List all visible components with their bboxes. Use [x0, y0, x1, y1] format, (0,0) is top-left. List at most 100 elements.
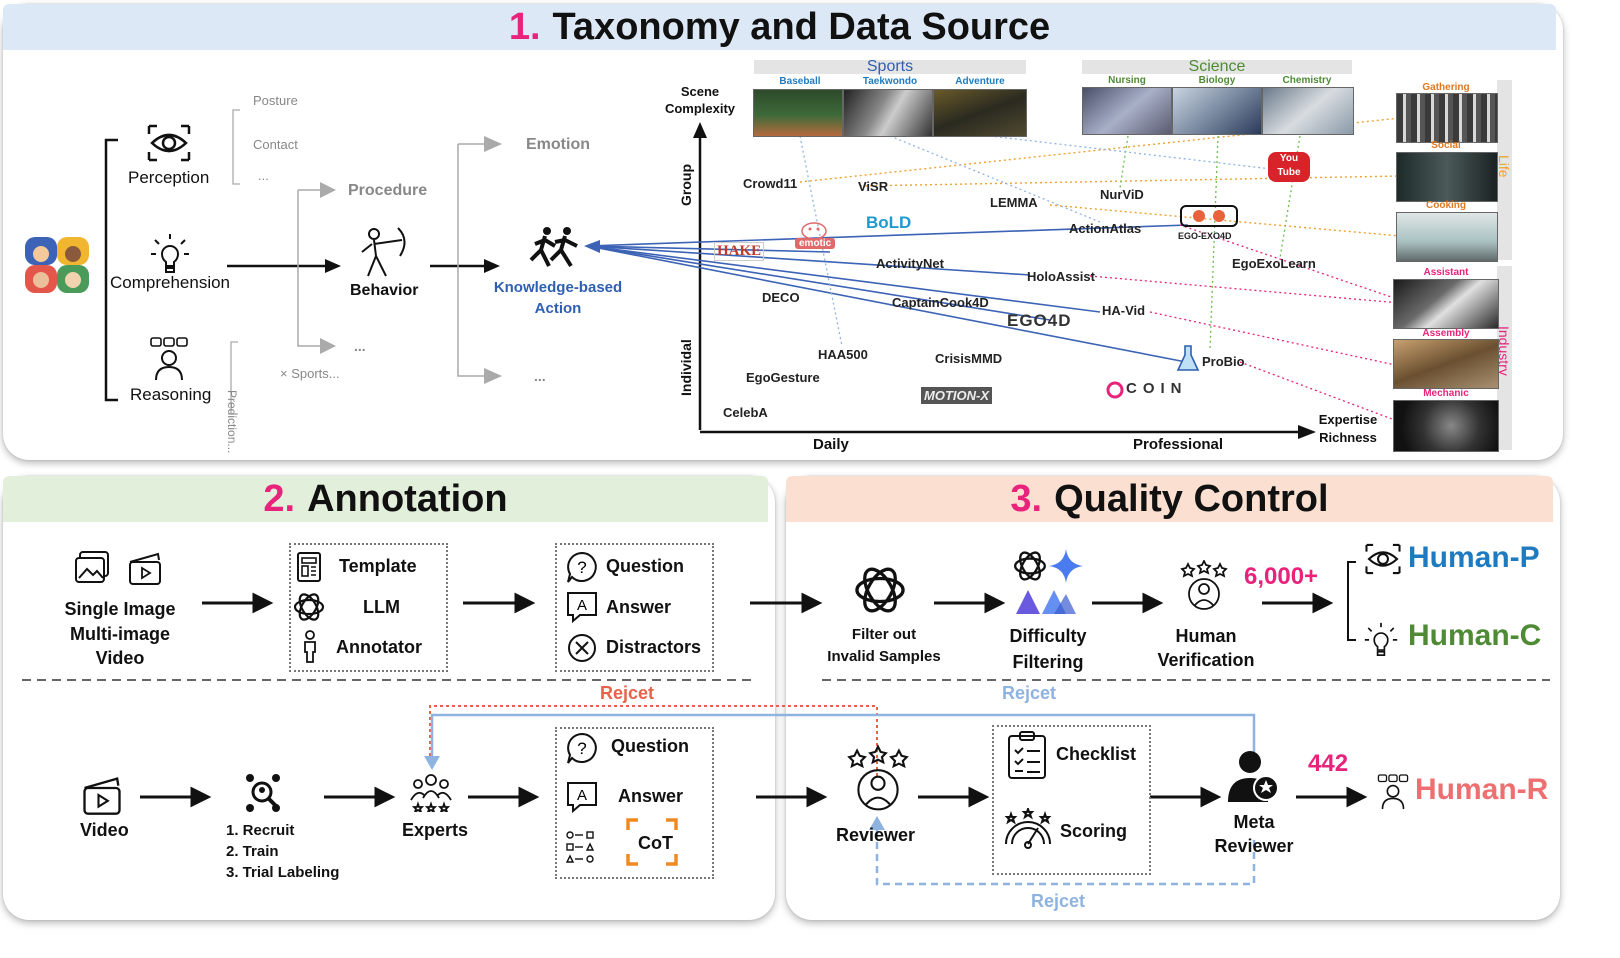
section-title: Quality Control — [1054, 477, 1329, 520]
quality-banner: 3. Quality Control — [786, 476, 1553, 522]
dataset-actionatlas: ActionAtlas — [1069, 221, 1142, 236]
baseball-image — [753, 89, 843, 137]
openai-logo-icon — [292, 590, 326, 629]
video-label: Video — [80, 820, 129, 840]
contact-label: Contact — [253, 137, 298, 152]
reject-label-blue-bottom: Rejcet — [1031, 891, 1086, 911]
quality-panel — [786, 476, 1560, 920]
life-item-social: Social — [1431, 140, 1461, 151]
science-item-nursing: Nursing — [1108, 75, 1146, 86]
annotator-person-icon — [302, 630, 318, 669]
dataset-emotic: emotic — [795, 238, 836, 249]
life-item-cooking: Cooking — [1426, 200, 1466, 211]
procedure-tree — [297, 182, 336, 354]
emotion-label: Emotion — [526, 136, 590, 153]
reasoning-icon — [1376, 772, 1410, 817]
perception-label: Perception — [128, 168, 210, 187]
sports-header-bar — [754, 60, 1026, 74]
meta-reviewer-2: Reviewer — [1214, 836, 1294, 856]
dataset-activitynet: ActivityNet — [876, 256, 944, 271]
chemistry-image — [1262, 87, 1354, 135]
reviewer-icon — [844, 742, 912, 819]
meta-reviewer-icon — [1226, 748, 1282, 809]
nursing-image — [1082, 87, 1172, 135]
experts-label: Experts — [402, 820, 469, 840]
reasoning-label: Reasoning — [130, 385, 212, 404]
annotation-panel — [3, 476, 775, 920]
tool-template: Template — [339, 556, 417, 576]
human-c-label: Human-C — [1408, 619, 1542, 652]
openai-logo-icon — [1012, 548, 1048, 589]
openai-logo-icon — [852, 562, 908, 623]
svg-text:?: ? — [577, 558, 586, 577]
dataset-hake: HAKE — [714, 242, 765, 261]
flow-shapes-icon — [565, 830, 599, 871]
science-header: Science — [1188, 58, 1246, 75]
section-title: Taxonomy and Data Source — [552, 5, 1051, 48]
procedure-more: ... — [354, 338, 366, 354]
science-header-bar — [1082, 60, 1352, 74]
answer-bubble-icon: A — [565, 780, 599, 819]
video-clapper-icon — [128, 550, 162, 591]
industry-item-assembly: Assembly — [1422, 328, 1470, 339]
count-442: 442 — [1308, 750, 1349, 777]
sports-item-taekwondo: Taekwondo — [862, 76, 918, 87]
life-item-gathering: Gathering — [1422, 82, 1470, 93]
industry-side-bar — [1497, 266, 1512, 450]
input-type-3: Video — [95, 648, 145, 668]
dataset-lemma: LEMMA — [990, 195, 1038, 210]
svg-text:?: ? — [577, 739, 586, 758]
cot-bracket-icon — [626, 818, 678, 871]
industry-item-mechanic: Mechanic — [1423, 388, 1469, 399]
science-item-biology: Biology — [1198, 75, 1236, 86]
experts-group-icon — [408, 772, 454, 817]
comprehension-label: Comprehension — [110, 273, 231, 292]
dataset-crisismmd: CrisisMMD — [935, 351, 1003, 366]
x-axis-daily-label: Daily — [813, 436, 849, 453]
knowledge-action-line1: Knowledge-based — [493, 279, 623, 296]
dataset-egogesture: EgoGesture — [746, 370, 820, 385]
output2-answer: Answer — [618, 786, 684, 806]
dataset-motionx: MOTION-X — [921, 387, 992, 404]
question-bubble-icon: ? — [565, 550, 599, 589]
filter-label-1: Filter out — [851, 626, 917, 643]
running-people-icon — [527, 226, 585, 273]
biology-image — [1172, 87, 1262, 135]
scoring-label: Scoring — [1060, 821, 1128, 841]
y-axis-top-label-1: Scene — [680, 84, 720, 99]
dataset-youtube: You Tube — [1268, 152, 1310, 182]
answer-bubble-icon: A — [565, 590, 599, 629]
people-group-icon — [24, 236, 90, 294]
dataset-probio: ProBio — [1202, 354, 1245, 369]
output2-question: Question — [611, 736, 690, 756]
question-bubble-icon: ? — [565, 731, 599, 770]
dataset-ego-exo4d: EGO-EXO4D — [1178, 231, 1232, 241]
input-type-1: Single Image — [64, 599, 176, 619]
dataset-visr: ViSR — [858, 179, 889, 194]
output-answer: Answer — [606, 597, 672, 617]
taxonomy-banner: 1. Taxonomy and Data Source — [3, 4, 1556, 50]
section-number: 1. — [508, 5, 541, 48]
input-type-2: Multi-image — [69, 624, 170, 644]
taekwondo-image — [843, 89, 933, 137]
close-circle-icon — [566, 632, 598, 669]
cooking-image — [1396, 212, 1498, 262]
output-distractors: Distractors — [606, 637, 702, 657]
difficulty-label-1: Difficulty — [1009, 626, 1087, 646]
step-recruit: 1. Recruit — [226, 822, 295, 839]
gauge-icon — [1002, 805, 1054, 857]
outputs-box — [555, 543, 714, 672]
template-icon — [296, 551, 322, 588]
dataset-plot — [584, 117, 1401, 439]
adventure-image — [933, 89, 1027, 137]
dataset-egoexolearn: EgoExoLearn — [1232, 256, 1316, 271]
review-criteria-box — [992, 725, 1151, 875]
reviewer-label: Reviewer — [836, 825, 916, 845]
output2-cot: CoT — [638, 833, 673, 853]
x-axis-end-label-2: Richness — [1319, 430, 1377, 445]
science-item-chemistry: Chemistry — [1282, 75, 1332, 86]
sparkle-icon — [1048, 548, 1084, 589]
taxonomy-panel — [3, 4, 1563, 460]
emotion-more: ... — [534, 368, 546, 384]
